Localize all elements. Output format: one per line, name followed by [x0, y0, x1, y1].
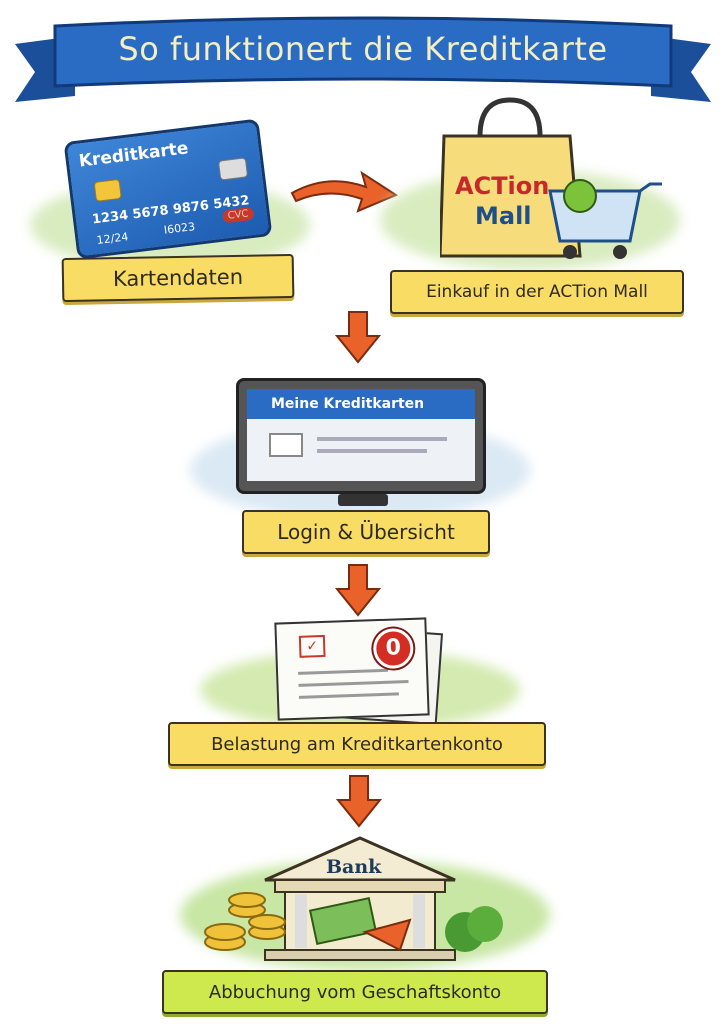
card-list-icon: [269, 433, 303, 457]
title-banner: [15, 16, 711, 102]
logo-mall: Mall: [475, 202, 532, 230]
label-abbuchung: Abbuchung vom Geschaftskonto: [162, 970, 548, 1014]
cvc-badge: CVC: [222, 206, 255, 224]
screen-title: Meine Kreditkarten: [247, 389, 475, 419]
card-code: I6023: [163, 220, 196, 237]
monitor-illustration: Meine Kreditkarten: [236, 378, 486, 494]
text-line: [317, 437, 447, 441]
text-line: [298, 692, 399, 699]
credit-card-illustration: Kreditkarte 1234 5678 9876 5432 12/24 I6…: [63, 118, 273, 260]
arrow-right-icon: [290, 170, 399, 213]
text-line: [317, 449, 427, 453]
bank-sign: Bank: [326, 856, 382, 878]
card-title: Kreditkarte: [77, 138, 190, 172]
page-title: So funktionert die Kreditkarte: [118, 30, 608, 68]
label-einkauf: Einkauf in der ACTion Mall: [390, 270, 684, 314]
monitor-stand: [338, 494, 388, 506]
label-login: Login & Übersicht: [242, 510, 490, 554]
chip-icon: [93, 178, 122, 202]
text-line: [298, 668, 389, 675]
arrow-down-icon: [335, 564, 381, 617]
text-line: [298, 680, 409, 687]
label-belastung: Belastung am Kreditkartenkonto: [168, 722, 546, 766]
label-kartendaten: Kartendaten: [61, 253, 295, 303]
bank-illustration: [204, 836, 503, 961]
contactless-icon: [217, 157, 249, 181]
statement-document: ✓ 0: [274, 617, 430, 721]
checkbox-icon: ✓: [298, 634, 326, 658]
shopping-bag-cart-illustration: [440, 97, 662, 259]
arrow-down-icon: [335, 311, 381, 364]
logo-action: ACTion: [455, 172, 550, 200]
arrow-down-icon: [336, 775, 382, 828]
card-expiry: 12/24: [95, 230, 130, 248]
charge-badge: 0: [372, 627, 414, 670]
